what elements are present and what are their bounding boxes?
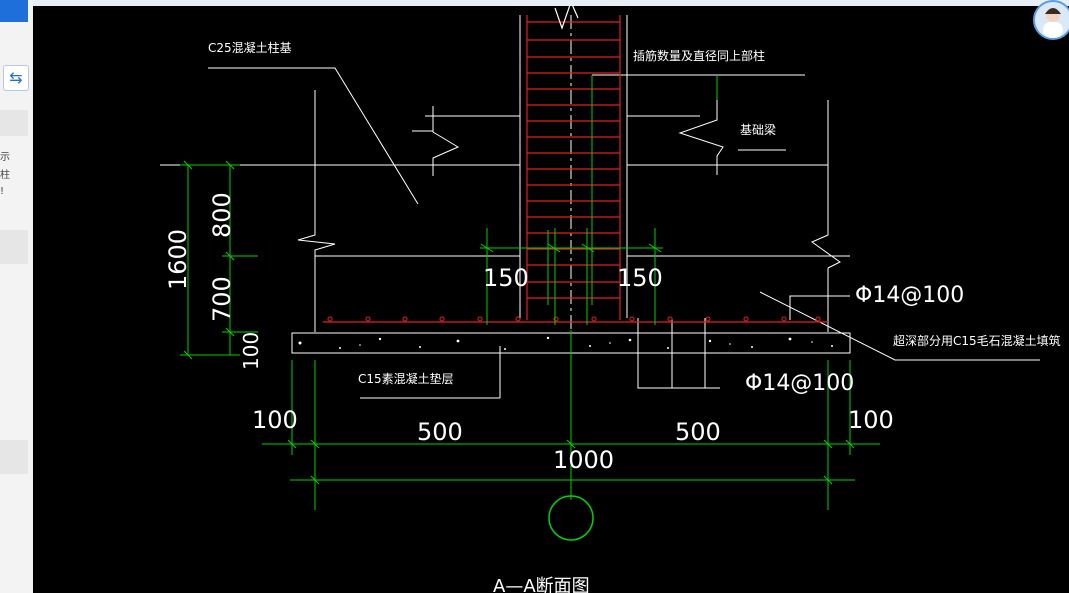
- dim-lower-height: 700: [208, 276, 236, 322]
- label-fill-note: 超深部分用C15毛石混凝土填筑: [893, 333, 1061, 348]
- section-drawing: C25混凝土柱基 插筋数量及直径同上部柱 基础梁 Φ14@100 超深部分用C1…: [160, 6, 1061, 593]
- dimension-lines: [180, 75, 880, 541]
- drawing-text: C25混凝土柱基 插筋数量及直径同上部柱 基础梁 Φ14@100 超深部分用C1…: [164, 40, 1061, 593]
- break-right: [678, 96, 724, 175]
- sidebar-text-2: 柱: [0, 170, 10, 181]
- dim-half-right: 500: [675, 418, 721, 446]
- leader-column-base: [208, 67, 419, 205]
- label-rebar-bottom: Φ14@100: [745, 371, 854, 396]
- section-title: A—A断面图: [493, 576, 590, 593]
- label-foundation-beam: 基础梁: [740, 122, 776, 137]
- leader-fill: [759, 291, 1040, 361]
- dim-col-offset-left: 150: [483, 264, 529, 292]
- dim-edge-right: 100: [848, 406, 894, 434]
- excavation-left-line: [297, 90, 336, 256]
- left-side-panel: ⇆ 示 柱 !: [0, 0, 34, 593]
- dim-half-left: 500: [417, 418, 463, 446]
- dim-upper-height: 800: [208, 192, 236, 238]
- rebar-lines: [323, 6, 828, 323]
- dim-cushion-thickness: 100: [239, 332, 263, 370]
- avatar-icon: [1043, 8, 1063, 38]
- dim-total-width: 1000: [553, 446, 614, 474]
- cad-canvas[interactable]: C25混凝土柱基 插筋数量及直径同上部柱 基础梁 Φ14@100 超深部分用C1…: [33, 6, 1069, 593]
- label-rebar-top: Φ14@100: [855, 283, 964, 308]
- panel-band: [0, 440, 28, 474]
- dim-col-offset-right: 150: [617, 264, 663, 292]
- dim-edge-left: 100: [252, 406, 298, 434]
- leader-rebar-top: [789, 295, 850, 320]
- panel-band: [0, 230, 28, 264]
- break-left: [432, 106, 460, 176]
- panel-band: [0, 110, 28, 136]
- sync-icon[interactable]: ⇆: [3, 65, 29, 91]
- label-cushion: C15素混凝土垫层: [358, 371, 454, 386]
- label-rebar-note: 插筋数量及直径同上部柱: [633, 48, 765, 63]
- user-avatar[interactable]: [1033, 0, 1069, 40]
- excavation-right-line: [810, 100, 841, 269]
- section-marker-circle: [548, 495, 594, 541]
- sidebar-text-3: !: [0, 186, 5, 197]
- tab-strip: [33, 0, 1069, 6]
- label-column-base: C25混凝土柱基: [208, 40, 292, 55]
- column-stirrups: [527, 21, 620, 299]
- dim-total-height: 1600: [164, 229, 192, 290]
- sidebar-text-1: 示: [0, 152, 10, 163]
- panel-tab[interactable]: [0, 0, 28, 22]
- column-break: [554, 6, 579, 30]
- rebar-dots: [327, 316, 821, 322]
- cushion-texture: [298, 336, 833, 350]
